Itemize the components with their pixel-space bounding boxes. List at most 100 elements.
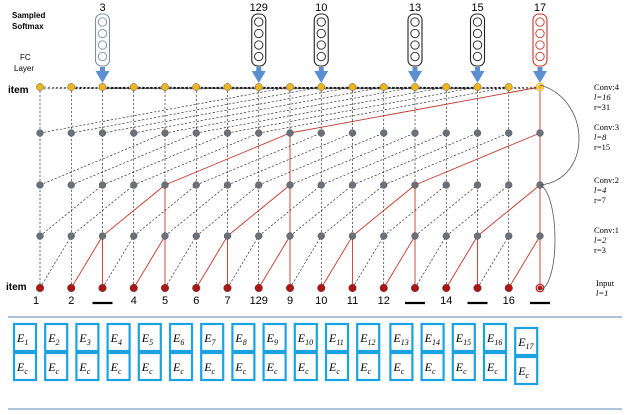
input-token: 2: [68, 295, 74, 307]
edge-c1-8-7: [258, 235, 291, 289]
item-embedding-label: E5: [141, 331, 153, 347]
conv1-node: [67, 232, 75, 240]
edge-c2-11-9: [321, 184, 384, 237]
conv1-node: [161, 232, 169, 240]
context-embedding-subscript: c: [118, 367, 122, 376]
context-embedding-prefix: E: [16, 360, 25, 374]
fc-label-line1: FC: [20, 53, 31, 62]
conv3-node: [255, 129, 263, 137]
top-item-node: [36, 83, 44, 91]
context-embedding-box: [514, 355, 539, 386]
arrow-shaft: [475, 67, 480, 72]
edge-c2-14-12: [414, 184, 478, 237]
context-embedding-prefix: E: [141, 360, 150, 374]
input-node: [473, 284, 482, 293]
softmax-unit: [410, 40, 420, 50]
edge-c3-16-12: [414, 132, 541, 186]
input-token: 12: [378, 295, 390, 307]
edge-fc-13-10: [352, 86, 447, 90]
conv1-node: [348, 232, 357, 240]
context-embedding-prefix: E: [328, 360, 337, 374]
item-embedding-label: E8: [234, 331, 246, 347]
conv2-node: [505, 181, 513, 189]
conv2-node: [130, 181, 138, 189]
context-embedding-label: Ec: [359, 360, 371, 376]
edge-c1-1-0: [39, 235, 72, 289]
edge-fc-13-16: [446, 86, 541, 90]
context-embedding-label: Ec: [517, 364, 529, 380]
item-embedding-subscript: 16: [494, 338, 502, 347]
softmax-unit: [316, 40, 326, 50]
softmax-unit: [472, 28, 483, 39]
item-embedding-box: [514, 326, 539, 357]
edge-c2-9-7: [258, 184, 322, 237]
edge-top-12-4: [164, 86, 416, 134]
item-embedding-box: [137, 322, 162, 353]
conv1-node: [505, 232, 513, 240]
edge-top-11-3: [133, 86, 384, 134]
context-embedding-prefix: E: [392, 360, 401, 374]
context-embedding-subscript: c: [526, 371, 530, 380]
context-embedding-subscript: c: [336, 367, 340, 376]
context-embedding-box: [168, 351, 194, 382]
arrow-head-icon: [251, 71, 266, 83]
input-token: 11: [347, 295, 358, 307]
top-item-node: [223, 83, 232, 91]
context-embedding-prefix: E: [297, 360, 306, 374]
softmax-output-17: 17: [532, 2, 548, 83]
context-embedding-box: [293, 351, 318, 382]
item-embedding-box: [44, 322, 69, 353]
layer-name: Conv:2: [594, 175, 619, 185]
context-embedding-label: Ec: [78, 360, 90, 376]
softmax-output-13: 13: [407, 2, 423, 83]
context-embedding-label: Ec: [16, 360, 28, 376]
conv1-node: [442, 232, 450, 240]
softmax-unit: [254, 40, 264, 50]
conv3-node: [36, 129, 44, 137]
arrow-head-icon: [470, 71, 485, 83]
item-embedding-label: E14: [424, 331, 440, 347]
context-embedding-label: Ec: [455, 360, 467, 376]
softmax-label-line1: Sampled: [12, 11, 45, 20]
conv2-node: [98, 181, 107, 189]
edge-c3-10-6: [227, 132, 353, 186]
context-embedding-subscript: c: [149, 367, 153, 376]
item-embedding-subscript: 8: [243, 338, 247, 347]
arrow-head-icon: [95, 71, 110, 83]
layer-label-0: Conv:4l=16r=31: [594, 82, 620, 112]
input-token: 5: [162, 295, 168, 307]
conv2-node: [67, 181, 75, 189]
edge-fc-8-5: [196, 86, 291, 90]
edge-fc-5-2: [102, 86, 197, 90]
layer-l: l=2: [594, 235, 607, 245]
edge-c2-6-4: [164, 184, 228, 237]
context-embedding-box: [44, 351, 69, 382]
edge-fc-4-1: [71, 86, 166, 90]
conv1-node: [411, 232, 419, 240]
context-embedding-subscript: c: [494, 367, 498, 376]
context-embedding-subscript: c: [180, 367, 184, 376]
softmax-target-label: 17: [534, 2, 546, 14]
softmax-unit: [472, 17, 483, 27]
item-embedding-subscript: 15: [463, 338, 471, 347]
edge-c1-13-12: [414, 235, 447, 289]
input-node: [504, 284, 513, 293]
conv3-node: [67, 129, 75, 137]
conv1-node: [36, 232, 44, 240]
item-embedding-label: E1: [16, 331, 28, 347]
edge-fc-16-13: [446, 86, 541, 90]
input-node: [67, 284, 76, 293]
item-embedding-box: [75, 322, 100, 353]
top-item-node: [379, 83, 388, 91]
context-embedding-subscript: c: [212, 367, 216, 376]
conv3-node: [536, 129, 544, 137]
